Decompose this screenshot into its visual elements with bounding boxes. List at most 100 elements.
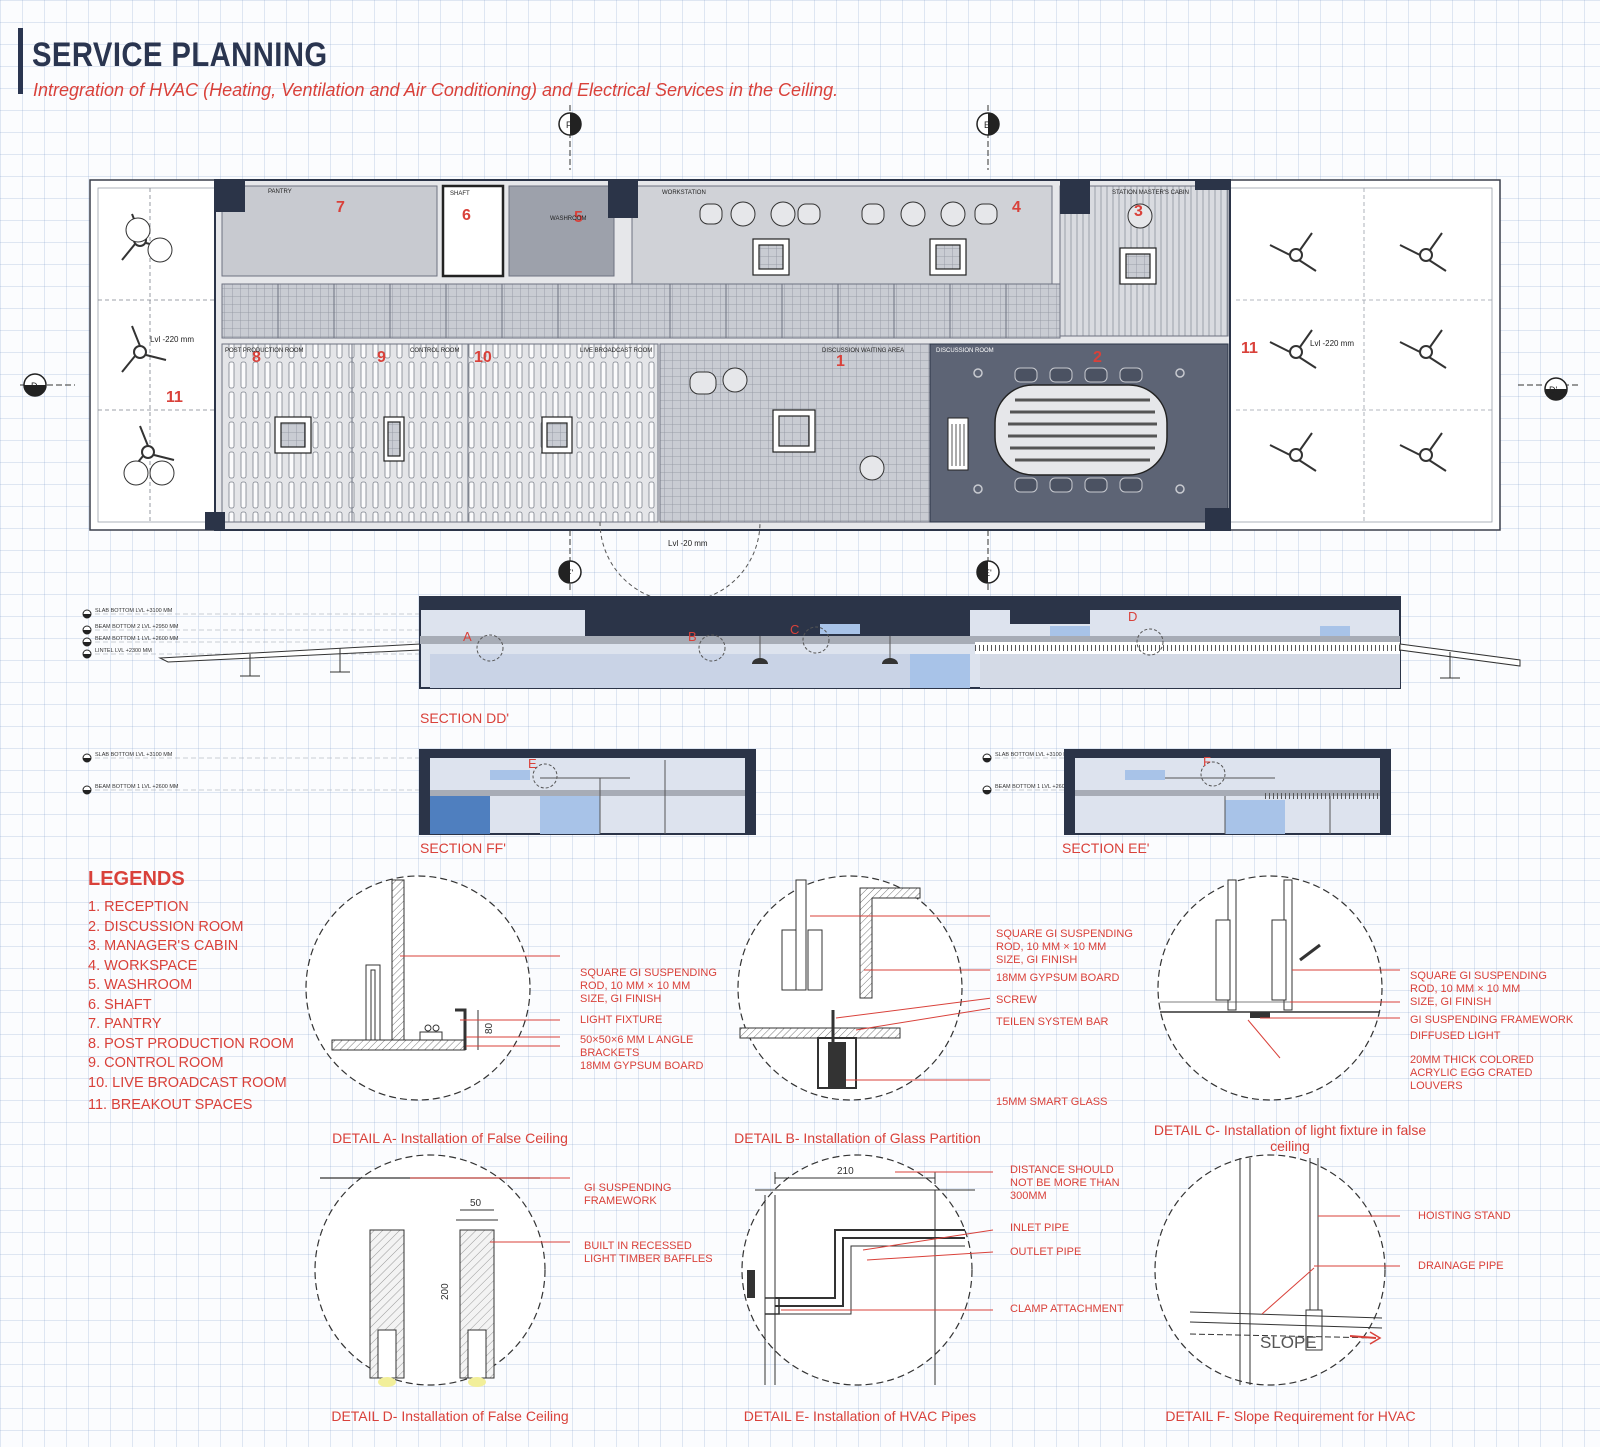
section-dd: SLAB BOTTOM LVL +3100 MM BEAM BOTTOM 2 L… [82, 596, 1521, 689]
page-title: SERVICE PLANNING [32, 36, 328, 74]
detail-d-note-1: GI SUSPENDING FRAMEWORK [584, 1182, 672, 1207]
discussion-table [994, 384, 1168, 476]
detail-f-caption: DETAIL F- Slope Requirement for HVAC [1165, 1408, 1416, 1424]
svg-text:50: 50 [470, 1198, 482, 1209]
svg-text:F': F' [566, 568, 573, 578]
room-number-10: 10 [474, 349, 492, 366]
svg-text:E': E' [984, 568, 992, 578]
svg-text:SLAB BOTTOM LVL +3100 MM: SLAB BOTTOM LVL +3100 MM [95, 752, 173, 758]
callout-b: B [688, 629, 697, 644]
detail-a-note-1: SQUARE GI SUSPENDING ROD, 10 MM × 10 MM … [580, 967, 717, 1005]
section-marker-e-bottom: E' [976, 530, 1000, 590]
svg-text:SLAB BOTTOM LVL +3100 MM: SLAB BOTTOM LVL +3100 MM [95, 608, 173, 614]
page-subtitle: Intregration of HVAC (Heating, Ventilati… [33, 80, 839, 100]
legend-item: 7. PANTRY [88, 1016, 162, 1032]
room-number-3: 3 [1134, 203, 1143, 220]
callout-f: F [1203, 754, 1211, 769]
legend-item: 5. WASHROOM [88, 977, 193, 993]
section-ff-label: SECTION FF' [420, 840, 506, 856]
room-number-5: 5 [574, 209, 583, 226]
detail-e-note-2: INLET PIPE [1010, 1222, 1070, 1234]
discussion-ac-unit [947, 417, 969, 471]
legend-item: 10. LIVE BROADCAST ROOM [88, 1074, 287, 1091]
detail-a-note-2: LIGHT FIXTURE [580, 1014, 663, 1026]
detail-b-note-2: 18MM GYPSUM BOARD [996, 972, 1120, 984]
legend-item: 8. POST PRODUCTION ROOM [88, 1035, 294, 1052]
breakout-chairs-left [123, 217, 175, 486]
room-number-11-right: 11 [1241, 340, 1258, 357]
detail-c-note-4: 20MM THICK COLORED ACRYLIC EGG CRATED LO… [1410, 1054, 1534, 1092]
svg-text:WASHROOM: WASHROOM [550, 216, 586, 222]
title-accent-bar [18, 28, 23, 94]
legend-item: 4. WORKSPACE [88, 957, 198, 974]
room-number-7: 7 [336, 199, 345, 216]
detail-a-drawing: 80 [305, 875, 560, 1101]
detail-a-note-3: 50×50×6 MM L ANGLE BRACKETS [580, 1034, 694, 1059]
slope-label: SLOPE [1260, 1333, 1317, 1352]
callout-e: E [528, 756, 537, 771]
level-tags: Lvl -220 mm Lvl -220 mm Lvl -20 mm [150, 335, 1354, 548]
detail-b-note-1: SQUARE GI SUSPENDING ROD, 10 MM × 10 MM … [996, 928, 1133, 966]
section-ee: SLAB BOTTOM LVL +3100 MM BEAM BOTTOM 1 L… [982, 749, 1391, 835]
svg-text:WORKSTATION: WORKSTATION [662, 190, 706, 196]
detail-a-caption: DETAIL A- Installation of False Ceiling [332, 1130, 568, 1146]
section-marker-e-label: E [984, 120, 990, 130]
svg-text:210: 210 [837, 1166, 854, 1177]
svg-text:DISCUSSION WAITING AREA: DISCUSSION WAITING AREA [822, 348, 904, 354]
legend-item: 9. CONTROL ROOM [88, 1055, 224, 1071]
callout-a: A [463, 629, 472, 644]
detail-d-drawing: 50 200 [314, 1154, 570, 1387]
svg-text:PANTRY: PANTRY [268, 189, 292, 195]
svg-text:SHAFT: SHAFT [450, 191, 470, 197]
detail-c-note-2: GI SUSPENDING FRAMEWORK [1410, 1014, 1574, 1026]
section-dd-label: SECTION DD' [420, 710, 510, 726]
detail-b-note-5: 15MM SMART GLASS [996, 1096, 1108, 1108]
entrance-door-swing [599, 521, 761, 600]
section-marker-f-label: F [566, 120, 572, 130]
room-number-1: 1 [836, 353, 845, 370]
detail-e-note-1: DISTANCE SHOULD NOT BE MORE THAN 300MM [1010, 1164, 1120, 1202]
detail-c-note-3: DIFFUSED LIGHT [1410, 1030, 1501, 1042]
legend-item: 3. MANAGER'S CABIN [88, 938, 239, 954]
ceiling-fans-right [1269, 232, 1447, 472]
section-marker-f-bottom: F' [558, 530, 582, 590]
section-ee-label: SECTION EE' [1062, 840, 1150, 856]
svg-text:BEAM BOTTOM 1 LVL +2600 MM: BEAM BOTTOM 1 LVL +2600 MM [995, 784, 1079, 790]
svg-text:STATION MASTER'S CABIN: STATION MASTER'S CABIN [1112, 190, 1189, 196]
detail-b-caption: DETAIL B- Installation of Glass Partitio… [734, 1130, 981, 1146]
columns [205, 180, 1230, 530]
detail-f-note-1: HOISTING STAND [1418, 1210, 1511, 1222]
detail-b-drawing [737, 875, 990, 1101]
svg-text:Lvl -20 mm: Lvl -20 mm [668, 539, 708, 548]
detail-c-drawing [1157, 875, 1400, 1101]
callout-d: D [1128, 609, 1137, 624]
svg-text:POST PRODUCTION ROOM: POST PRODUCTION ROOM [225, 348, 304, 354]
svg-text:SLAB BOTTOM LVL +3100 MM: SLAB BOTTOM LVL +3100 MM [995, 752, 1073, 758]
svg-text:BEAM BOTTOM 1 LVL +2600 MM: BEAM BOTTOM 1 LVL +2600 MM [95, 784, 179, 790]
workstation-fixtures [689, 201, 1153, 481]
detail-f-drawing: SLOPE [1154, 1154, 1400, 1386]
svg-text:LIVE BROADCAST ROOM: LIVE BROADCAST ROOM [580, 348, 652, 354]
detail-b-note-3: SCREW [996, 994, 1037, 1006]
legend-item: 11. BREAKOUT SPACES [88, 1097, 253, 1113]
section-marker-d-left: D [20, 373, 75, 397]
legend-title: LEGENDS [88, 868, 185, 890]
svg-text:200: 200 [440, 1283, 451, 1300]
section-marker-f-top: F [558, 105, 582, 170]
detail-e-note-4: CLAMP ATTACHMENT [1010, 1303, 1124, 1315]
room-number-11-left: 11 [166, 389, 183, 406]
detail-e-drawing: 210 [741, 1154, 994, 1386]
section-marker-e-top: E [976, 105, 1000, 170]
detail-f-note-2: DRAINAGE PIPE [1418, 1260, 1504, 1272]
floor-plan: F E [20, 105, 1580, 600]
legend-item: 1. RECEPTION [88, 899, 189, 915]
svg-text:CONTROL ROOM: CONTROL ROOM [410, 348, 459, 354]
shaft-room [441, 184, 505, 278]
svg-text:Lvl -220 mm: Lvl -220 mm [150, 335, 194, 344]
svg-text:LINTEL LVL +2300 MM: LINTEL LVL +2300 MM [95, 648, 152, 654]
detail-c-note-1: SQUARE GI SUSPENDING ROD, 10 MM × 10 MM … [1410, 970, 1547, 1008]
corridor-ceiling-grid [221, 283, 1061, 339]
svg-text:Lvl -220 mm: Lvl -220 mm [1310, 339, 1354, 348]
room-number-4: 4 [1012, 199, 1021, 216]
room-tags: PANTRY SHAFT WASHROOM WORKSTATION STATIO… [225, 189, 1189, 354]
